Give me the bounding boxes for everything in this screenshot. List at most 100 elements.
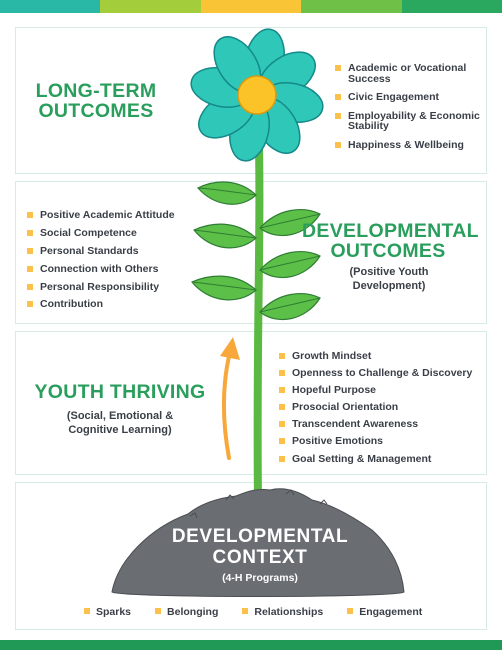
bullet-square-icon	[335, 141, 341, 148]
color-segment-yellow	[200, 0, 302, 13]
subtitle-line: (Social, Emotional &	[66, 410, 174, 422]
list-item: Sparks	[84, 606, 131, 618]
bullet-square-icon	[155, 608, 162, 614]
list-item-label: Contribution	[40, 298, 103, 311]
developmental-context-title: CONTEXT	[212, 547, 308, 568]
top-color-bar	[0, 0, 502, 13]
bullet-square-icon	[84, 608, 90, 614]
bullet-square-icon	[279, 421, 285, 428]
list-item: Openness to Challenge & Discovery	[279, 368, 479, 379]
subtitle-line: (Positive Youth	[349, 266, 429, 278]
title-line: YOUTH THRIVING	[34, 381, 206, 403]
list-item: Connection with Others	[27, 262, 187, 275]
list-item: Goal Setting & Management	[279, 452, 479, 465]
list-item: Belonging	[155, 606, 218, 618]
list-item-label: Openness to Challenge & Discovery	[292, 367, 473, 380]
title-line: OUTCOMES	[38, 99, 154, 122]
leaf-icon	[197, 181, 257, 205]
list-item-label: Social Competence	[40, 226, 137, 239]
developmental-outcomes-panel	[15, 181, 487, 324]
list-item: Growth Mindset	[279, 351, 479, 362]
bullet-square-icon	[27, 247, 33, 254]
list-item: Personal Responsibility	[27, 280, 187, 293]
soil-mound-icon	[111, 488, 405, 597]
bullet-square-icon	[27, 229, 33, 236]
color-segment-green	[301, 0, 402, 13]
color-segment-dark-green	[401, 0, 502, 13]
list-item-label: Goal Setting & Management	[292, 452, 432, 465]
list-item: Contribution	[27, 299, 187, 310]
developmental-context-list: Sparks Belonging Relationships Engagemen…	[84, 606, 446, 618]
list-item: Relationships	[242, 606, 323, 618]
developmental-outcomes-subtitle: (Positive Youth Development)	[316, 265, 462, 294]
list-item-label: Employability & Economic Stability	[348, 109, 480, 132]
list-item-label: Personal Responsibility	[40, 280, 160, 293]
long-term-outcomes-list: Academic or Vocational Success Civic Eng…	[335, 63, 483, 158]
list-item: Positive Emotions	[279, 436, 479, 447]
bullet-square-icon	[27, 283, 33, 290]
list-item-label: Belonging	[167, 606, 219, 618]
developmental-context-title: DEVELOPMENTAL	[171, 526, 349, 547]
bullet-square-icon	[279, 353, 285, 359]
list-item: Academic or Vocational Success	[335, 63, 483, 84]
list-item: Personal Standards	[27, 246, 187, 257]
bullet-square-icon	[27, 265, 33, 272]
bullet-square-icon	[347, 608, 354, 614]
bullet-square-icon	[279, 370, 285, 377]
list-item-label: Positive Emotions	[292, 435, 384, 448]
list-item: Hopeful Purpose	[279, 385, 479, 396]
bullet-square-icon	[27, 301, 33, 308]
list-item-label: Transcendent Awareness	[292, 418, 419, 431]
list-item-label: Personal Standards	[40, 244, 139, 257]
subtitle-line: Development)	[352, 280, 426, 293]
flower-stem	[253, 104, 264, 504]
leaf-icon	[259, 209, 321, 237]
list-item-label: Sparks	[96, 606, 132, 618]
bullet-square-icon	[279, 387, 285, 394]
youth-thriving-list: Growth Mindset Openness to Challenge & D…	[279, 351, 479, 471]
soil-texture	[189, 489, 328, 519]
bullet-square-icon	[335, 94, 341, 100]
list-item: Positive Academic Attitude	[27, 210, 187, 221]
list-item: Transcendent Awareness	[279, 419, 479, 430]
list-item: Social Competence	[27, 228, 187, 239]
color-segment-teal	[0, 0, 101, 13]
list-item-label: Hopeful Purpose	[292, 384, 377, 397]
developmental-outcomes-title: DEVELOPMENTAL OUTCOMES	[302, 220, 479, 262]
list-item: Engagement	[347, 606, 422, 618]
bullet-square-icon	[279, 438, 285, 445]
list-item-label: Connection with Others	[40, 262, 159, 275]
bullet-square-icon	[27, 212, 33, 218]
bullet-square-icon	[279, 455, 285, 462]
list-item: Civic Engagement	[335, 92, 483, 103]
youth-thriving-subtitle: (Social, Emotional & Cognitive Learning)	[32, 409, 208, 438]
youth-thriving-title: YOUTH THRIVING	[22, 381, 218, 403]
flower-center-icon	[237, 75, 277, 115]
subtitle-line: Cognitive Learning)	[68, 424, 172, 437]
list-item-label: Academic or Vocational Success	[348, 62, 467, 85]
list-item-label: Prosocial Orientation	[292, 401, 399, 414]
list-item: Employability & Economic Stability	[335, 109, 483, 132]
growth-arrow-icon	[220, 337, 240, 460]
title-line: OUTCOMES	[330, 239, 446, 262]
developmental-outcomes-list: Positive Academic Attitude Social Compet…	[27, 210, 187, 317]
leaf-icon	[259, 251, 321, 279]
youth-thriving-panel	[15, 331, 487, 475]
developmental-context-subtitle: (4-H Programs)	[222, 572, 298, 584]
list-item-label: Positive Academic Attitude	[40, 209, 175, 221]
bullet-square-icon	[335, 65, 341, 71]
list-item-label: Engagement	[359, 606, 423, 618]
bottom-color-bar	[0, 640, 502, 650]
list-item: Happiness & Wellbeing	[335, 139, 483, 151]
bullet-square-icon	[242, 608, 249, 614]
bullet-square-icon	[335, 112, 341, 119]
title-line: LONG-TERM	[35, 80, 157, 102]
list-item-label: Relationships	[254, 606, 324, 618]
long-term-outcomes-title: LONG-TERM OUTCOMES	[22, 80, 170, 122]
title-line: DEVELOPMENTAL	[302, 220, 479, 242]
list-item-label: Growth Mindset	[292, 350, 372, 362]
list-item-label: Civic Engagement	[348, 91, 440, 103]
color-segment-lime	[100, 0, 201, 13]
bullet-square-icon	[279, 404, 285, 411]
